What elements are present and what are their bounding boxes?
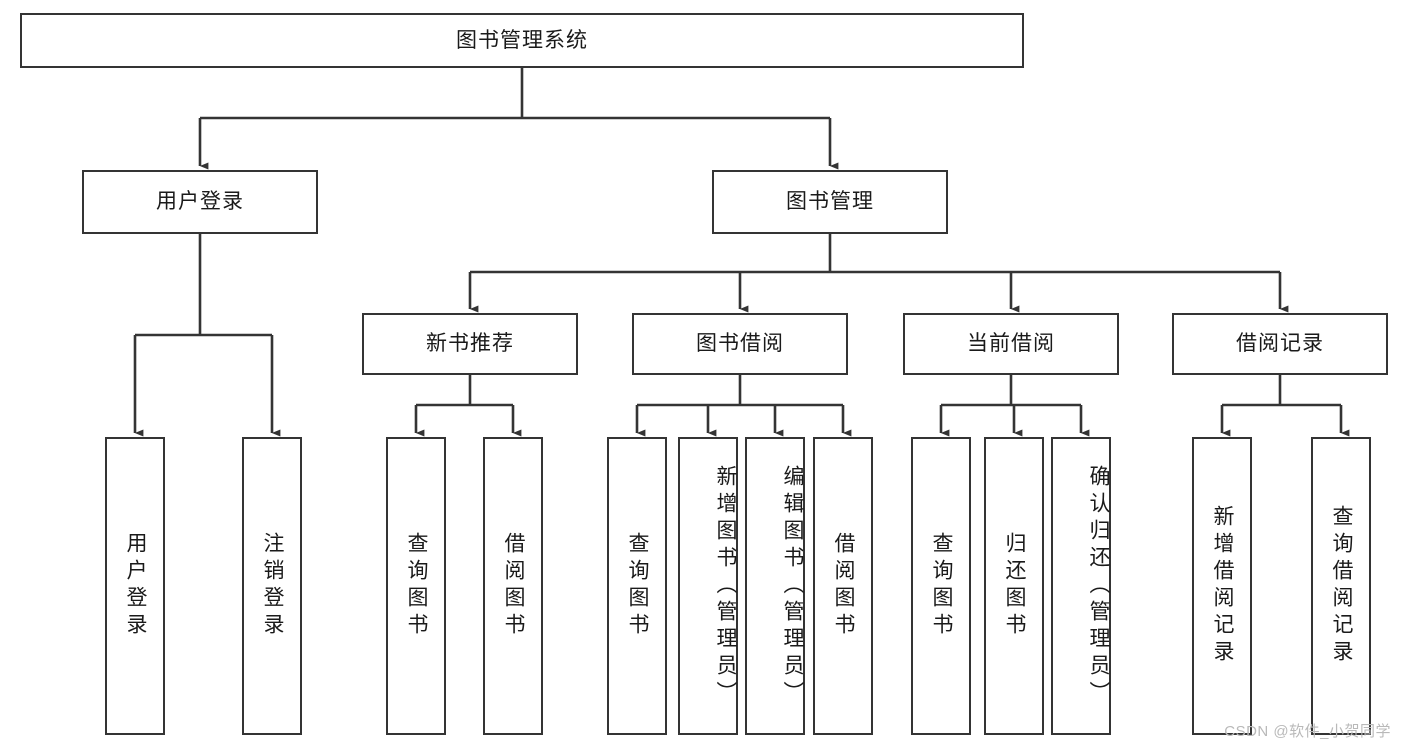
leaf-query-borrow-record[interactable]: 查询借阅记录 — [1311, 437, 1371, 735]
leaf-add-borrow-record[interactable]: 新增借阅记录 — [1192, 437, 1252, 735]
node-label: 查询借阅记录 — [1330, 505, 1354, 667]
node-label: 用户登录 — [156, 190, 244, 214]
node-label: 查询图书 — [930, 532, 954, 640]
node-label: 归还图书 — [1003, 532, 1027, 640]
node-current-borrow[interactable]: 当前借阅 — [903, 313, 1119, 375]
node-label: 确认归还（管理员） — [1087, 464, 1110, 708]
node-label: 新增图书（管理员） — [714, 464, 737, 708]
node-label: 借阅记录 — [1236, 332, 1324, 356]
node-label: 借阅图书 — [502, 532, 526, 640]
node-label: 借阅图书 — [832, 532, 856, 640]
leaf-logout[interactable]: 注销登录 — [242, 437, 302, 735]
node-label: 注销登录 — [261, 532, 285, 640]
leaf-confirm-return-admin[interactable]: 确认归还（管理员） — [1051, 437, 1111, 735]
node-new-book-recommend[interactable]: 新书推荐 — [362, 313, 578, 375]
node-book-manage[interactable]: 图书管理 — [712, 170, 948, 234]
leaf-query-book-borrow[interactable]: 查询图书 — [607, 437, 667, 735]
node-label: 新书推荐 — [426, 332, 514, 356]
node-book-borrow[interactable]: 图书借阅 — [632, 313, 848, 375]
leaf-query-book-new-rec[interactable]: 查询图书 — [386, 437, 446, 735]
node-borrow-record[interactable]: 借阅记录 — [1172, 313, 1388, 375]
leaf-add-book-admin[interactable]: 新增图书（管理员） — [678, 437, 738, 735]
node-label: 编辑图书（管理员） — [781, 464, 804, 708]
leaf-borrow-book-new-rec[interactable]: 借阅图书 — [483, 437, 543, 735]
node-label: 查询图书 — [626, 532, 650, 640]
node-label: 图书管理 — [786, 190, 874, 214]
leaf-user-login[interactable]: 用户登录 — [105, 437, 165, 735]
node-label: 查询图书 — [405, 532, 429, 640]
node-label: 用户登录 — [124, 532, 148, 640]
leaf-borrow-book-borrow[interactable]: 借阅图书 — [813, 437, 873, 735]
node-label: 新增借阅记录 — [1211, 505, 1235, 667]
node-label: 当前借阅 — [967, 332, 1055, 356]
leaf-query-book-current[interactable]: 查询图书 — [911, 437, 971, 735]
node-label: 图书借阅 — [696, 332, 784, 356]
watermark-text: CSDN @软件_小贺同学 — [1224, 723, 1391, 740]
leaf-return-book[interactable]: 归还图书 — [984, 437, 1044, 735]
node-user-login[interactable]: 用户登录 — [82, 170, 318, 234]
leaf-edit-book-admin[interactable]: 编辑图书（管理员） — [745, 437, 805, 735]
node-root-system[interactable]: 图书管理系统 — [20, 13, 1024, 68]
node-label: 图书管理系统 — [456, 28, 588, 52]
